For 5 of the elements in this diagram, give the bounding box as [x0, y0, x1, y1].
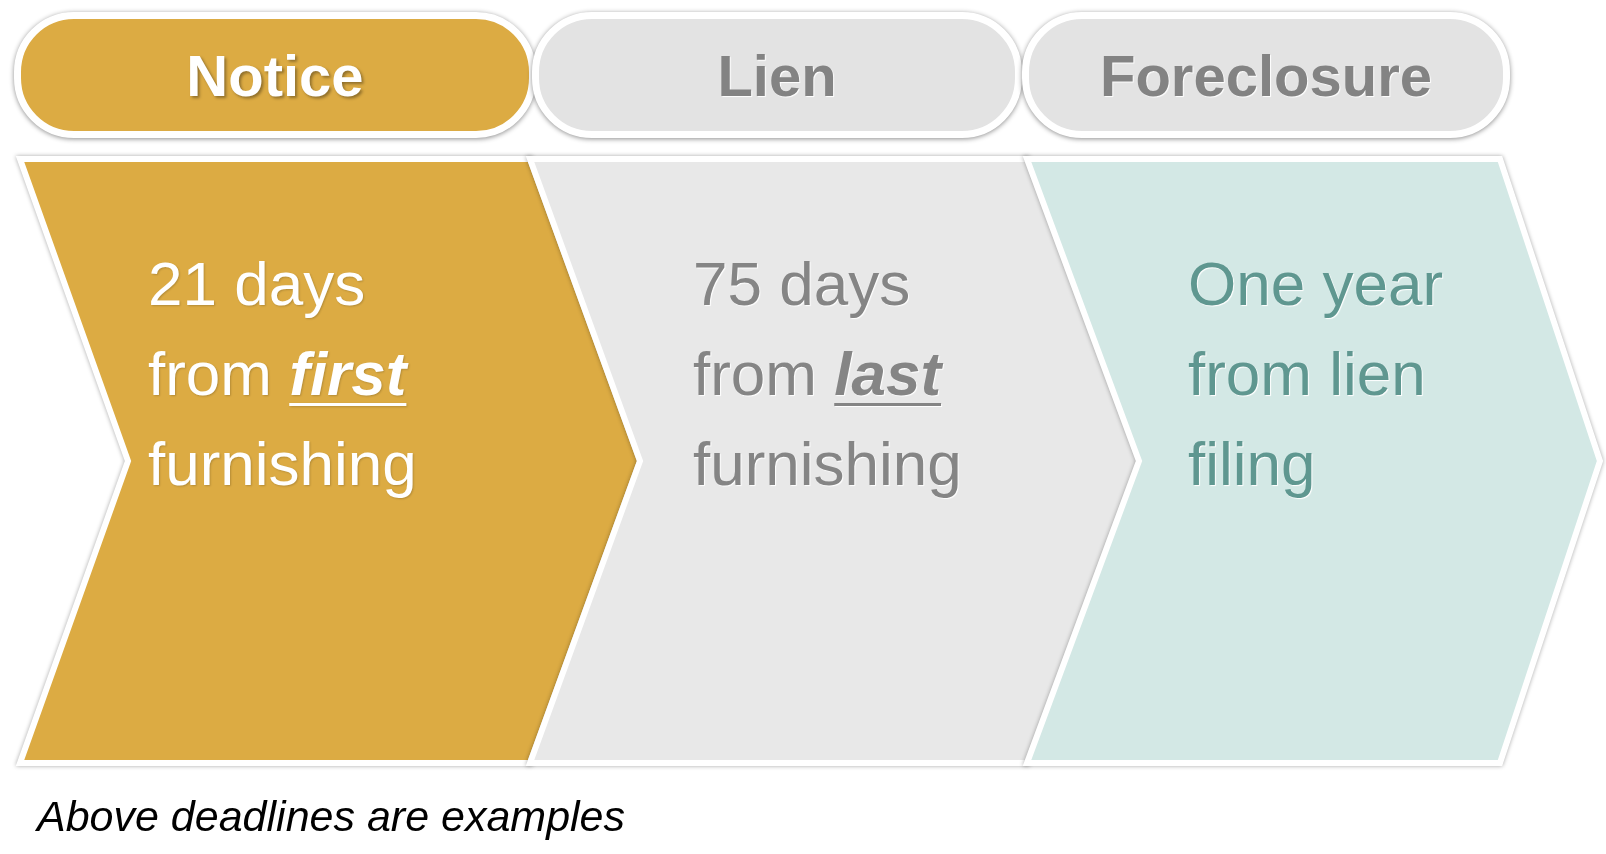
step-text: 21 days from first furnishing	[148, 248, 418, 500]
caption: Above deadlines are examples	[37, 792, 626, 841]
stage-label: Foreclosure	[1100, 41, 1432, 109]
stage-label: Lien	[717, 41, 837, 109]
stage-label: Notice	[186, 41, 364, 109]
